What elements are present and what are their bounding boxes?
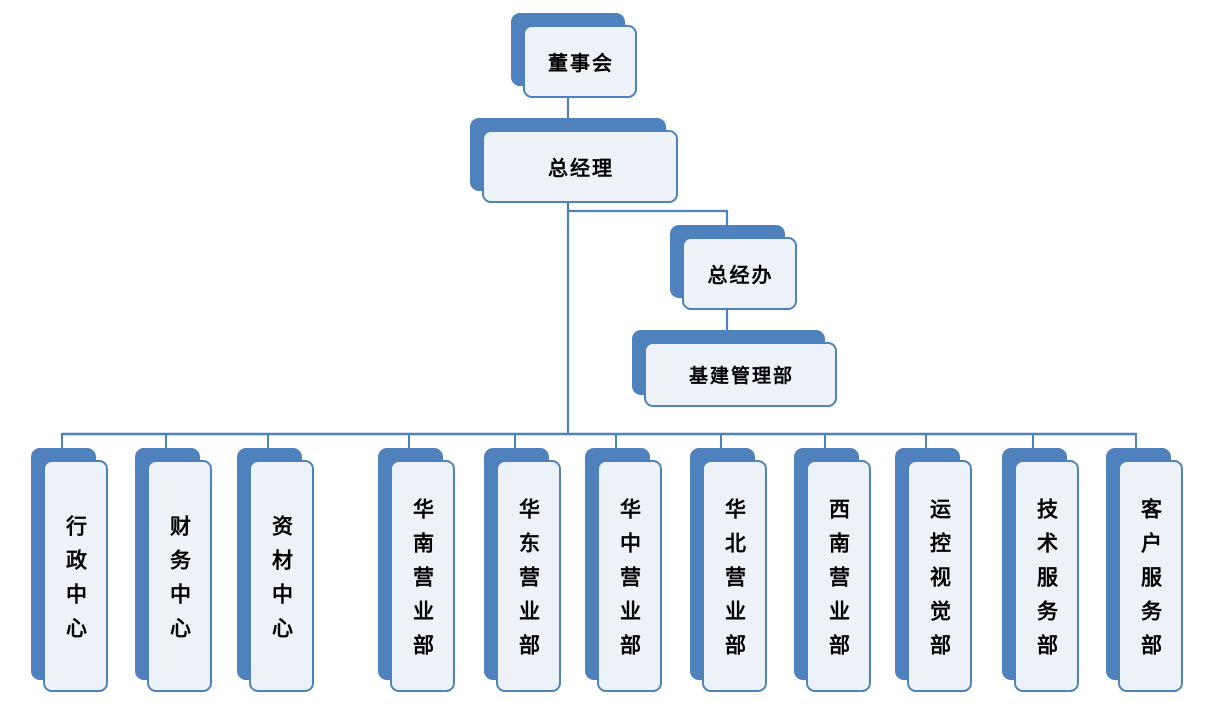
- node-label: 财务中心: [167, 514, 192, 651]
- org-node-finance-center: 财务中心: [135, 448, 212, 692]
- org-node-gm: 总经理: [470, 118, 678, 203]
- node-face: 总经办: [682, 237, 797, 310]
- org-node-southwest-sales: 西南营业部: [794, 448, 871, 692]
- node-face: 行政中心: [43, 460, 108, 692]
- org-node-infra-mgmt: 基建管理部: [632, 330, 837, 407]
- node-label: 华南营业部: [410, 497, 435, 668]
- node-label: 总经办: [707, 265, 774, 287]
- node-face: 华南营业部: [390, 460, 455, 692]
- node-face: 西南营业部: [806, 460, 871, 692]
- node-label: 资材中心: [269, 514, 294, 651]
- node-label: 华北营业部: [722, 497, 747, 668]
- node-face: 运控视觉部: [907, 460, 972, 692]
- node-face: 董事会: [523, 25, 637, 98]
- node-label: 华东营业部: [516, 497, 541, 668]
- org-node-tech-service: 技术服务部: [1002, 448, 1079, 692]
- org-node-north-china-sales: 华北营业部: [690, 448, 767, 692]
- node-face: 华东营业部: [496, 460, 561, 692]
- org-node-ops-control-vision: 运控视觉部: [895, 448, 972, 692]
- node-label: 基建管理部: [688, 366, 794, 387]
- org-node-materials-center: 资材中心: [237, 448, 314, 692]
- node-label: 总经理: [548, 158, 614, 180]
- node-face: 客户服务部: [1118, 460, 1183, 692]
- org-node-admin-center: 行政中心: [31, 448, 108, 692]
- node-label: 行政中心: [63, 514, 88, 651]
- node-label: 运控视觉部: [927, 497, 952, 668]
- org-node-board: 董事会: [511, 13, 637, 98]
- node-label: 董事会: [548, 53, 614, 75]
- node-face: 华中营业部: [597, 460, 662, 692]
- node-face: 技术服务部: [1014, 460, 1079, 692]
- org-node-customer-service: 客户服务部: [1106, 448, 1183, 692]
- node-face: 基建管理部: [644, 342, 837, 407]
- node-label: 客户服务部: [1138, 497, 1163, 668]
- node-face: 华北营业部: [702, 460, 767, 692]
- node-label: 西南营业部: [826, 497, 851, 668]
- org-node-gm-office: 总经办: [670, 225, 797, 310]
- org-node-south-china-sales: 华南营业部: [378, 448, 455, 692]
- org-node-central-china-sales: 华中营业部: [585, 448, 662, 692]
- node-label: 技术服务部: [1034, 497, 1059, 668]
- node-label: 华中营业部: [617, 497, 642, 668]
- node-face: 财务中心: [147, 460, 212, 692]
- node-face: 总经理: [482, 130, 678, 203]
- org-node-east-china-sales: 华东营业部: [484, 448, 561, 692]
- node-face: 资材中心: [249, 460, 314, 692]
